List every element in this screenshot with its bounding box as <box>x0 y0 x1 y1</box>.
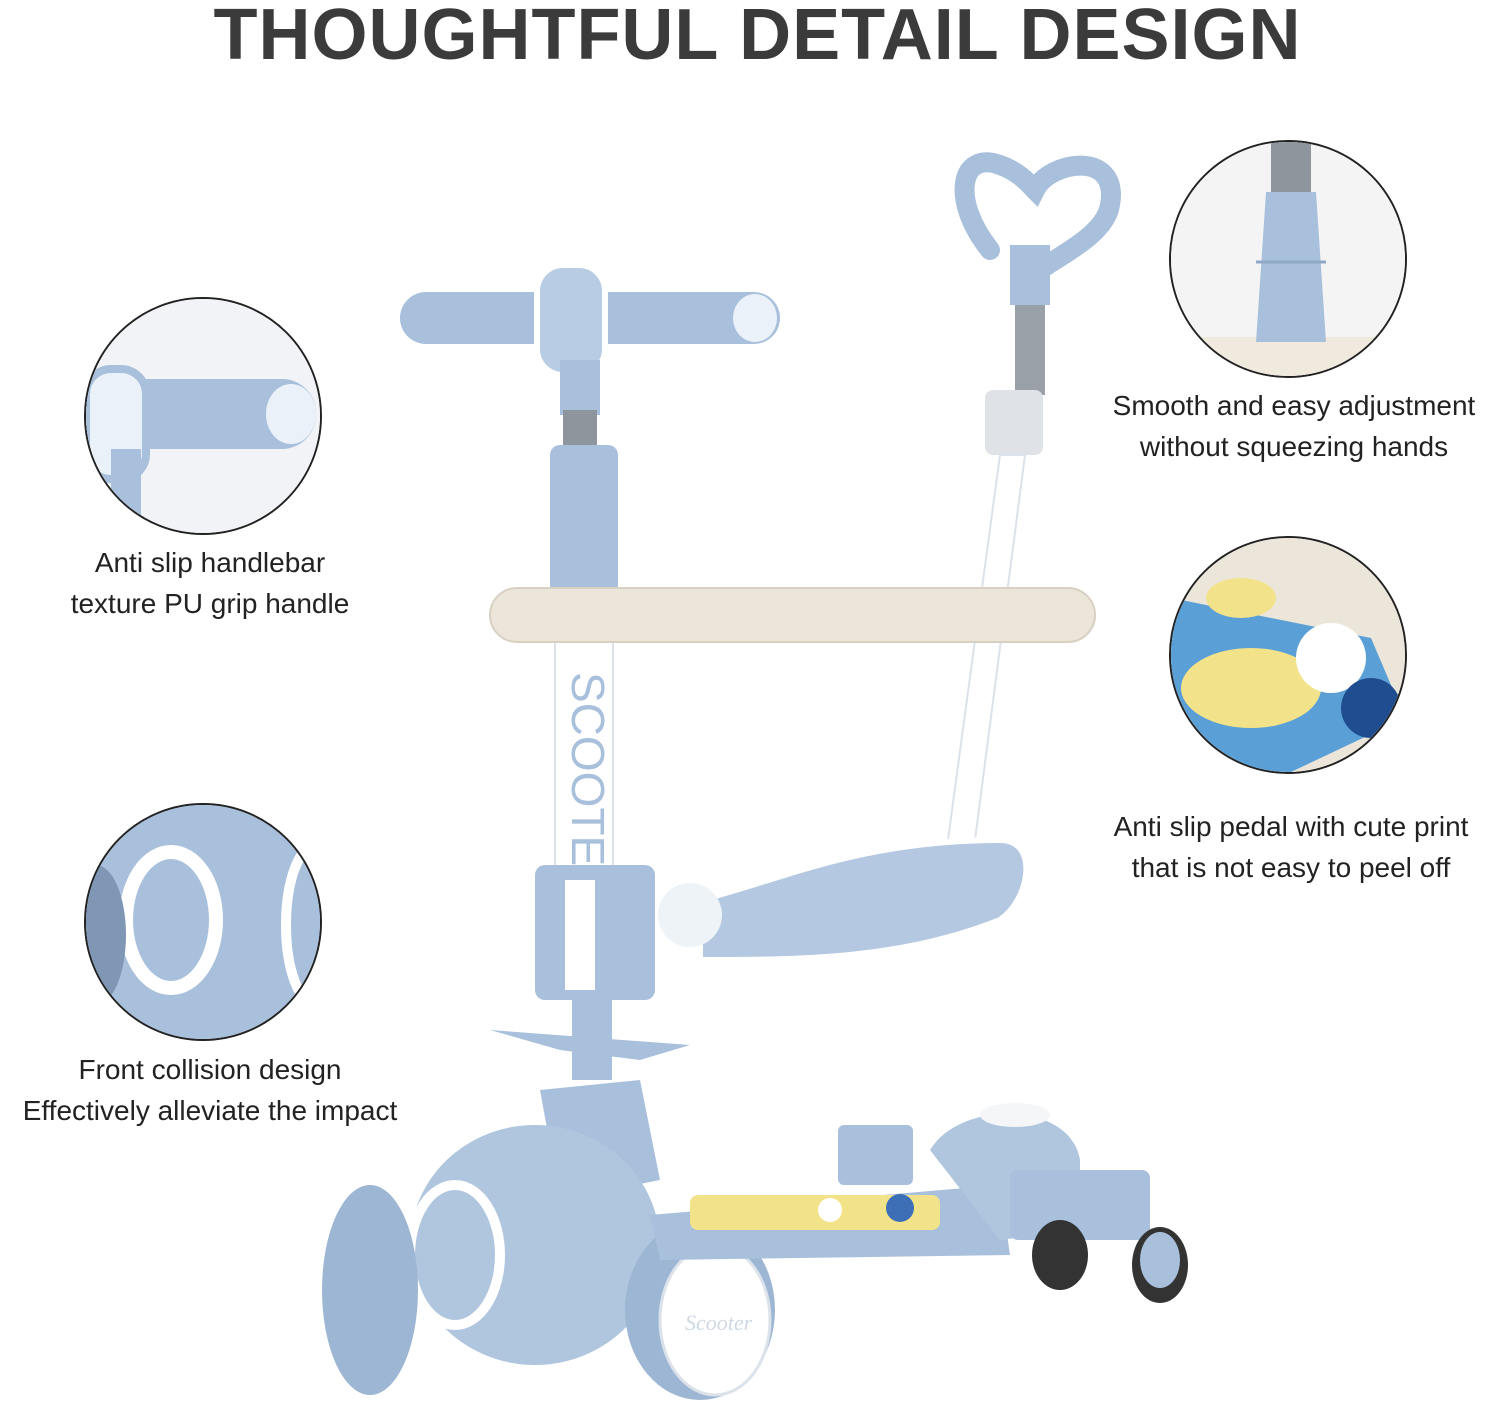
seat-frame <box>489 587 1096 643</box>
detail-circle-handlebar-grip <box>84 297 322 535</box>
detail-circle-pedal-print <box>1169 536 1407 774</box>
wheel-print-text: Scooter <box>685 1310 753 1335</box>
caption-line: Effectively alleviate the impact <box>22 1095 398 1126</box>
pedal-print-closeup <box>1171 538 1405 772</box>
caption-line: that is not easy to peel off <box>1131 852 1451 883</box>
adjustment-closeup <box>1171 142 1405 376</box>
caption-line: Front collision design <box>78 1054 342 1085</box>
feature-caption-adjustment: Smooth and easy adjustment without squee… <box>1088 385 1500 467</box>
push-handle <box>946 152 1121 841</box>
feature-caption-front-collision: Front collision design Effectively allev… <box>0 1049 420 1131</box>
caption-line: without squeezing hands <box>1139 431 1449 462</box>
stem-print-text: SCOOTER <box>562 672 614 899</box>
caption-line: texture PU grip handle <box>70 588 350 619</box>
caption-line: Anti slip pedal with cute print <box>1113 811 1469 842</box>
front-assembly: Scooter <box>322 1000 775 1400</box>
deck <box>650 1185 1010 1260</box>
feature-caption-pedal: Anti slip pedal with cute print that is … <box>1082 806 1500 888</box>
page-title: THOUGHTFUL DETAIL DESIGN <box>213 0 1302 75</box>
front-collision-closeup <box>86 805 320 1039</box>
rear-assembly <box>838 1103 1188 1303</box>
detail-circle-adjustment <box>1169 140 1407 378</box>
seat <box>535 836 1030 1000</box>
feature-caption-handlebar: Anti slip handlebar texture PU grip hand… <box>0 542 420 624</box>
caption-line: Smooth and easy adjustment <box>1112 390 1476 421</box>
handlebar: SCOOTER <box>400 262 780 899</box>
detail-circle-front-collision <box>84 803 322 1041</box>
handlebar-grip-closeup <box>86 299 320 533</box>
caption-line: Anti slip handlebar <box>94 547 326 578</box>
